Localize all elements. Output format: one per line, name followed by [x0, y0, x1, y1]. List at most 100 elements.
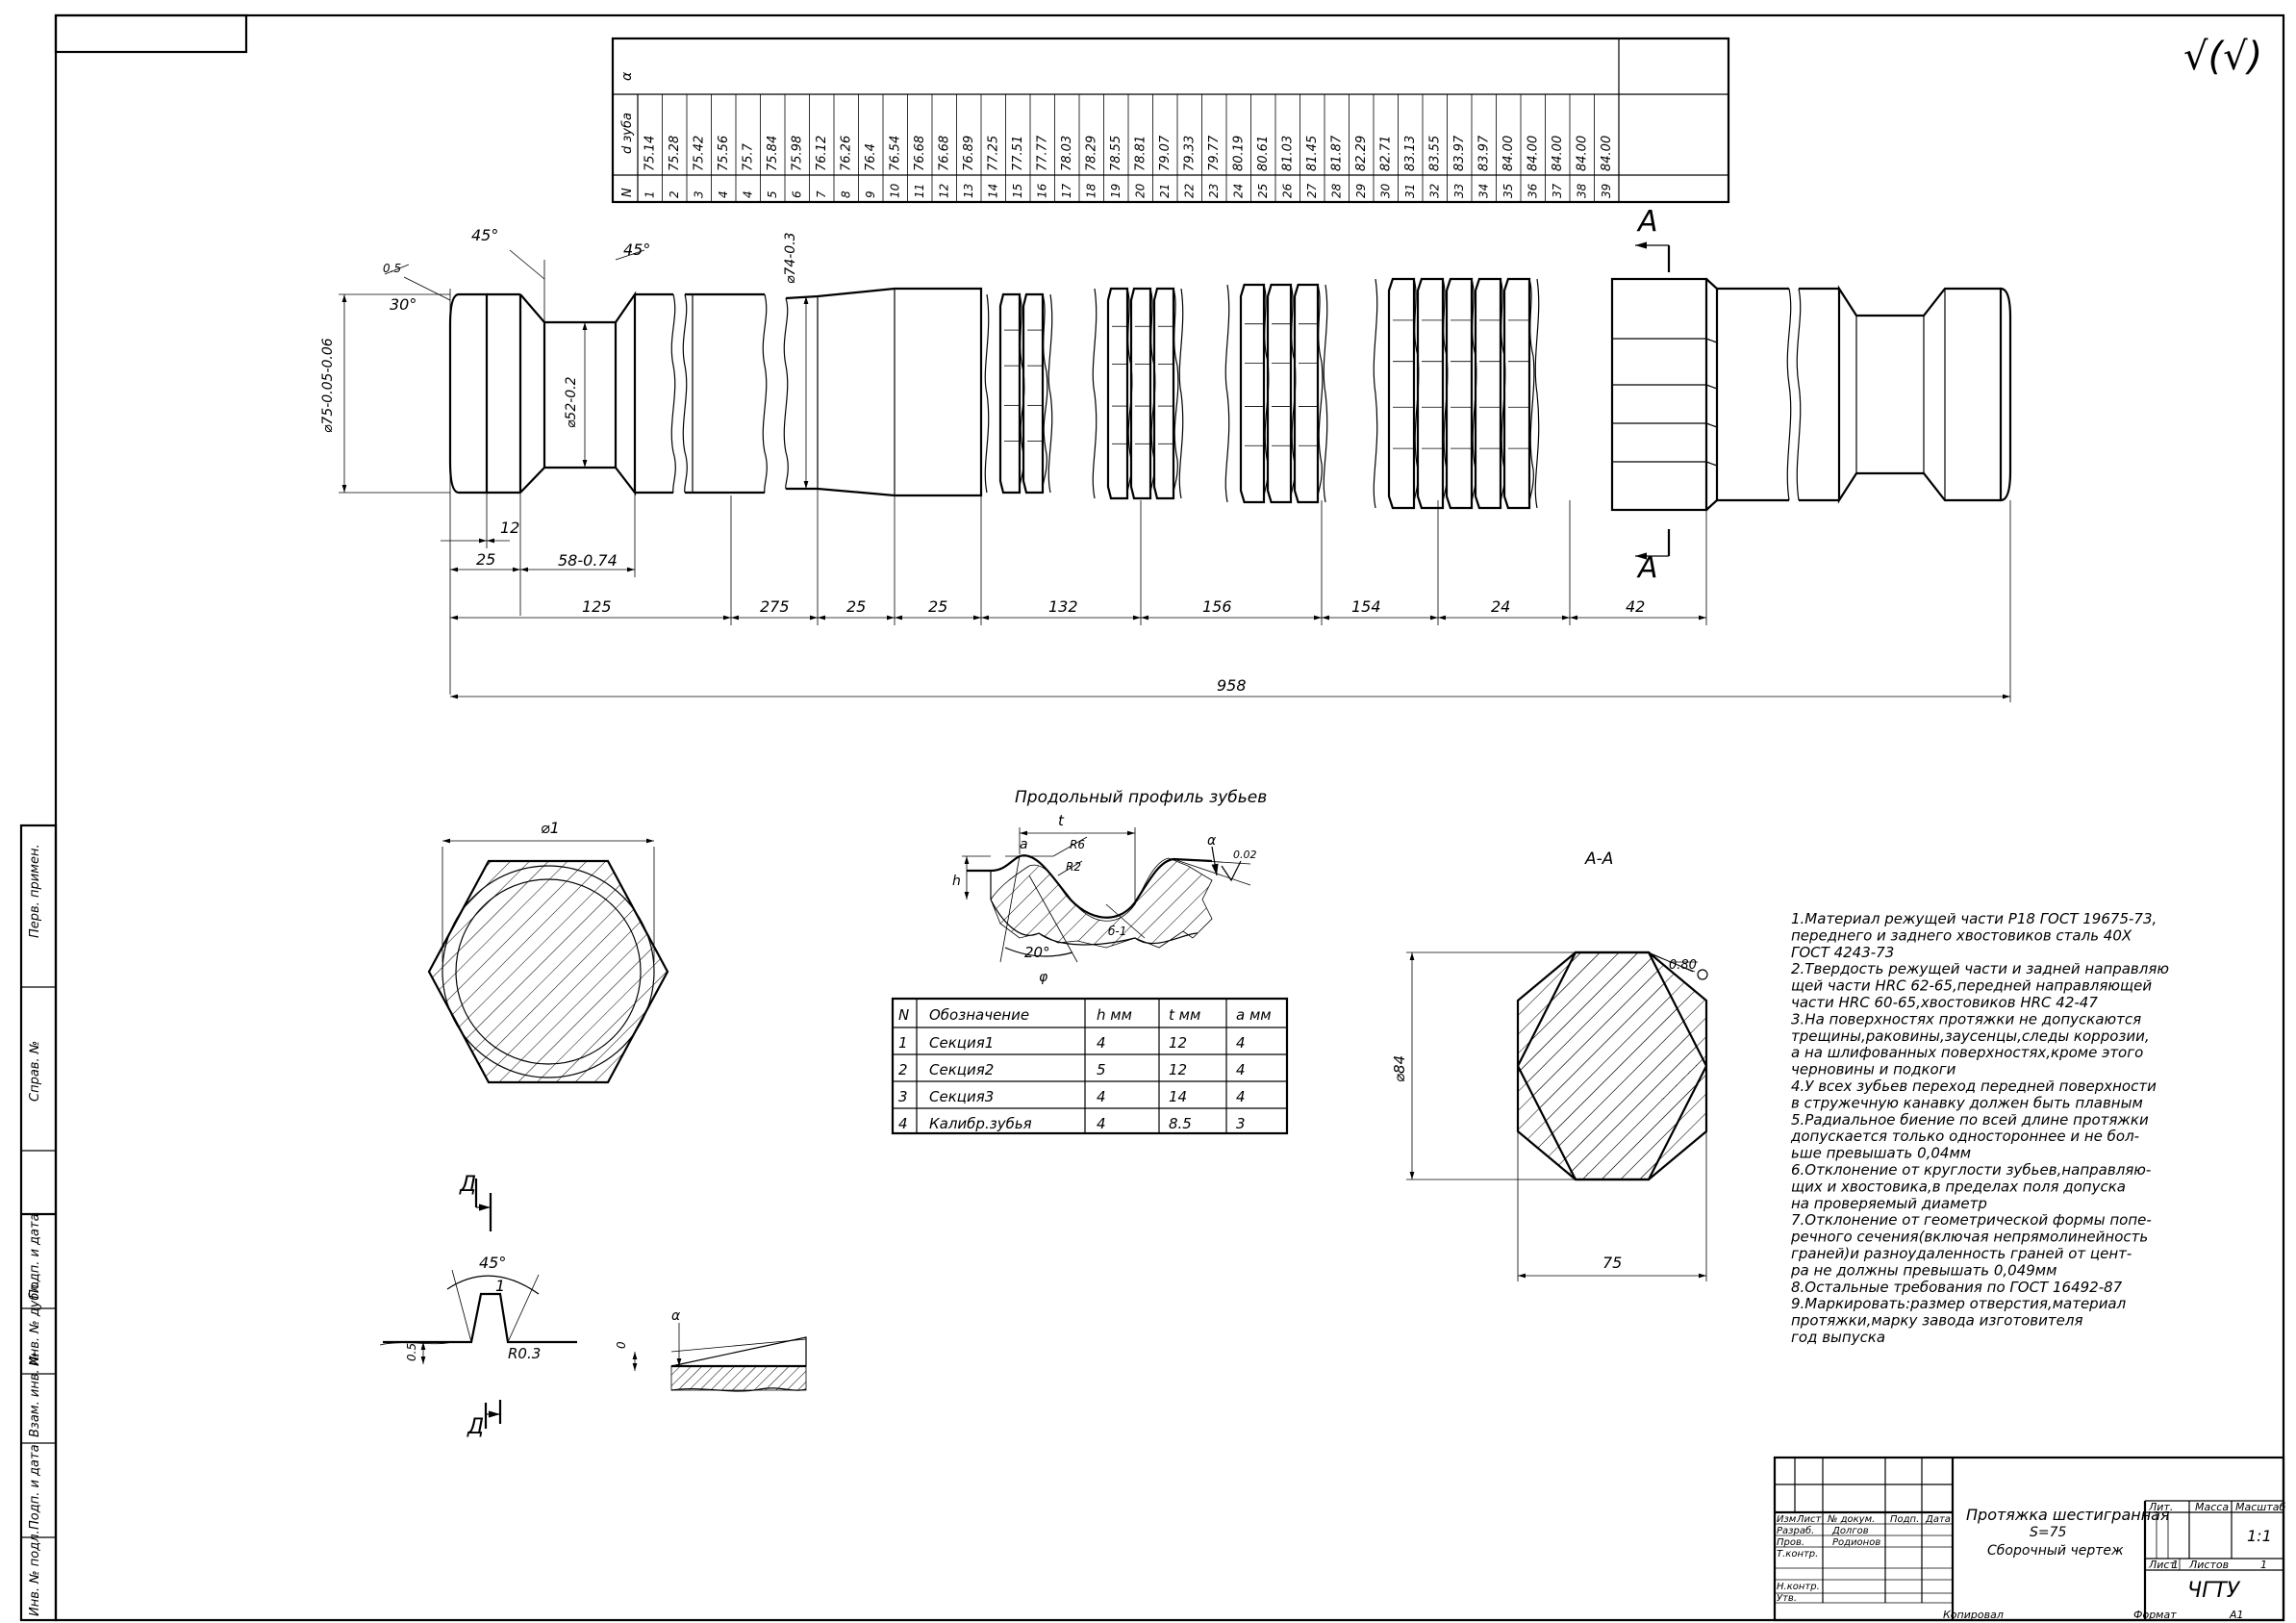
note-line: переднего и заднего хвостовиков сталь 40… — [1791, 926, 2132, 944]
detail-d-h: 0.5 — [405, 1343, 418, 1361]
detail-d-angle: 45° — [479, 1254, 506, 1272]
end-view: ⌀1 — [427, 819, 669, 1084]
tooth-number: 21 — [1158, 184, 1172, 198]
tooth-diameter: 77.51 — [1011, 136, 1025, 171]
tooth-number: 7 — [815, 190, 828, 198]
tooth-number: 18 — [1085, 183, 1098, 198]
detail-d-mark-top: Д — [459, 1173, 476, 1197]
tooth-diameter: 77.25 — [987, 136, 1001, 171]
tooth-number: 1 — [643, 190, 657, 198]
tooth-diameter: 83.97 — [1477, 135, 1492, 171]
tooth-diameter: 84.00 — [1526, 136, 1541, 171]
sheet-frame — [54, 13, 2285, 1622]
note-line: 6.Отклонение от круглости зубьев,направл… — [1791, 1161, 2151, 1179]
tooth-diameter: 75.42 — [693, 136, 707, 171]
tooth-number: 29 — [1354, 184, 1368, 198]
sections-cell: 1 — [898, 1034, 908, 1052]
sections-header: N — [898, 1006, 909, 1024]
dim-angle-45a: 45° — [471, 226, 498, 244]
cutting-teeth — [984, 277, 1540, 510]
sections-cell: Калибр.зубья — [929, 1115, 1032, 1132]
dim-24: 24 — [1491, 597, 1510, 616]
note-line: 3.На поверхностях протяжки не допускаютс… — [1791, 1010, 2141, 1027]
teeth-row-label-n: N — [620, 188, 635, 197]
profile-r6: R6 — [1070, 838, 1085, 851]
tooth-diameter: 78.81 — [1134, 136, 1148, 171]
tooth-diameter: 75.98 — [791, 136, 805, 171]
tooth-diameter: 82.29 — [1354, 136, 1369, 171]
note-line: граней)и разноудаленность граней от цент… — [1791, 1245, 2132, 1262]
detail-alpha: α — [671, 1308, 681, 1324]
tooth-number: 2 — [668, 190, 681, 198]
stamp-podp-data-1: Подп. и дата — [28, 1213, 42, 1299]
dim-156: 156 — [1202, 597, 1232, 616]
detail-d-mark-bottom: Д — [467, 1415, 484, 1439]
note-line: в стружечную канавку должен быть плавным — [1791, 1094, 2143, 1111]
dim-25c: 25 — [928, 597, 947, 616]
stamp-inv-dubl: Инв. № дубл. — [28, 1281, 42, 1366]
sections-cell: 5 — [1097, 1061, 1106, 1078]
note-line: а на шлифованных поверхностях,кроме этог… — [1791, 1044, 2143, 1061]
tb-listov-label: Листов — [2188, 1559, 2229, 1571]
sections-cell: 12 — [1169, 1061, 1187, 1078]
stamp-perv-primen: Перв. примен. — [28, 844, 42, 938]
sections-header: h мм — [1097, 1006, 1132, 1024]
sections-header: Обозначение — [929, 1006, 1029, 1024]
sections-cell: 8.5 — [1169, 1115, 1192, 1132]
tooth-number: 4 — [742, 190, 755, 198]
tooth-diameter: 76.68 — [913, 136, 927, 171]
tooth-diameter: 76.26 — [840, 136, 854, 171]
tooth-number: 36 — [1526, 183, 1540, 198]
note-line: 8.Остальные требования по ГОСТ 16492-87 — [1791, 1279, 2123, 1296]
note-line: 2.Твердость режущей части и задней напра… — [1791, 960, 2169, 977]
dim-chamfer: 0.5 — [383, 262, 401, 275]
side-stamp: Перв. примен. Справ. № Подп. и дата Инв.… — [19, 824, 58, 1622]
section-aa-radius: 0.80 — [1669, 958, 1697, 973]
tooth-diameter: 84.00 — [1551, 136, 1565, 171]
note-line: ГОСТ 4243-73 — [1791, 944, 1894, 961]
tooth-number: 28 — [1330, 183, 1344, 198]
profile-title: Продольный профиль зубьев — [1015, 788, 1267, 807]
sections-header: a мм — [1236, 1006, 1272, 1024]
tb-kopiroval: Копировал — [1943, 1609, 2004, 1621]
tooth-number: 5 — [766, 190, 779, 198]
profile-phi: φ — [1039, 970, 1048, 985]
tb-list: Лист — [1796, 1514, 1823, 1525]
sections-cell: 4 — [1097, 1034, 1106, 1052]
tooth-number: 17 — [1060, 183, 1073, 198]
note-line: части HRC 60-65,хвостовиков HRC 42-47 — [1791, 994, 2098, 1011]
tb-masshtab: Масштаб — [2235, 1501, 2285, 1513]
sections-cell: Секция1 — [929, 1034, 994, 1052]
tooth-diameter: 75.28 — [668, 136, 682, 171]
tooth-diameter: 78.29 — [1085, 136, 1099, 171]
section-aa-width: 75 — [1602, 1254, 1622, 1272]
tooth-diameter: 75.56 — [717, 136, 731, 171]
note-line: протяжки,марку завода изготовителя — [1791, 1312, 2082, 1330]
dim-angle-45b: 45° — [623, 241, 650, 259]
profile-angle-20: 20° — [1024, 944, 1050, 961]
tb-scale: 1:1 — [2247, 1527, 2272, 1545]
dim-25b: 25 — [846, 597, 866, 616]
stamp-inv-podl: Инв. № подл. — [28, 1530, 42, 1616]
tooth-diameter: 76.54 — [889, 136, 903, 171]
dim-42: 42 — [1626, 597, 1645, 616]
note-line: 4.У всех зубьев переход передней поверхн… — [1791, 1078, 2157, 1095]
tooth-diameter: 83.97 — [1452, 135, 1467, 171]
dim-dia-neck: ⌀52-0.2 — [564, 376, 579, 428]
tooth-number: 11 — [913, 184, 926, 198]
teeth-columns: d зубаN75.14175.28275.42375.56475.7475.8… — [620, 94, 1614, 202]
tooth-diameter: 79.77 — [1207, 135, 1222, 171]
tb-podp: Подп. — [1890, 1514, 1919, 1525]
tooth-diameter: 80.19 — [1232, 136, 1247, 171]
sections-cell: 4 — [1097, 1115, 1106, 1132]
tooth-number: 14 — [987, 184, 1000, 198]
sections-cell: 3 — [1236, 1115, 1246, 1132]
sections-cell: 14 — [1169, 1088, 1187, 1105]
tooth-diameter: 83.55 — [1428, 136, 1443, 171]
dim-25: 25 — [476, 550, 495, 569]
note-line: трещины,раковины,заусенцы,следы коррозии… — [1791, 1027, 2150, 1045]
profile-k: б-1 — [1108, 925, 1126, 938]
tb-list-num: 1 — [2172, 1559, 2179, 1571]
